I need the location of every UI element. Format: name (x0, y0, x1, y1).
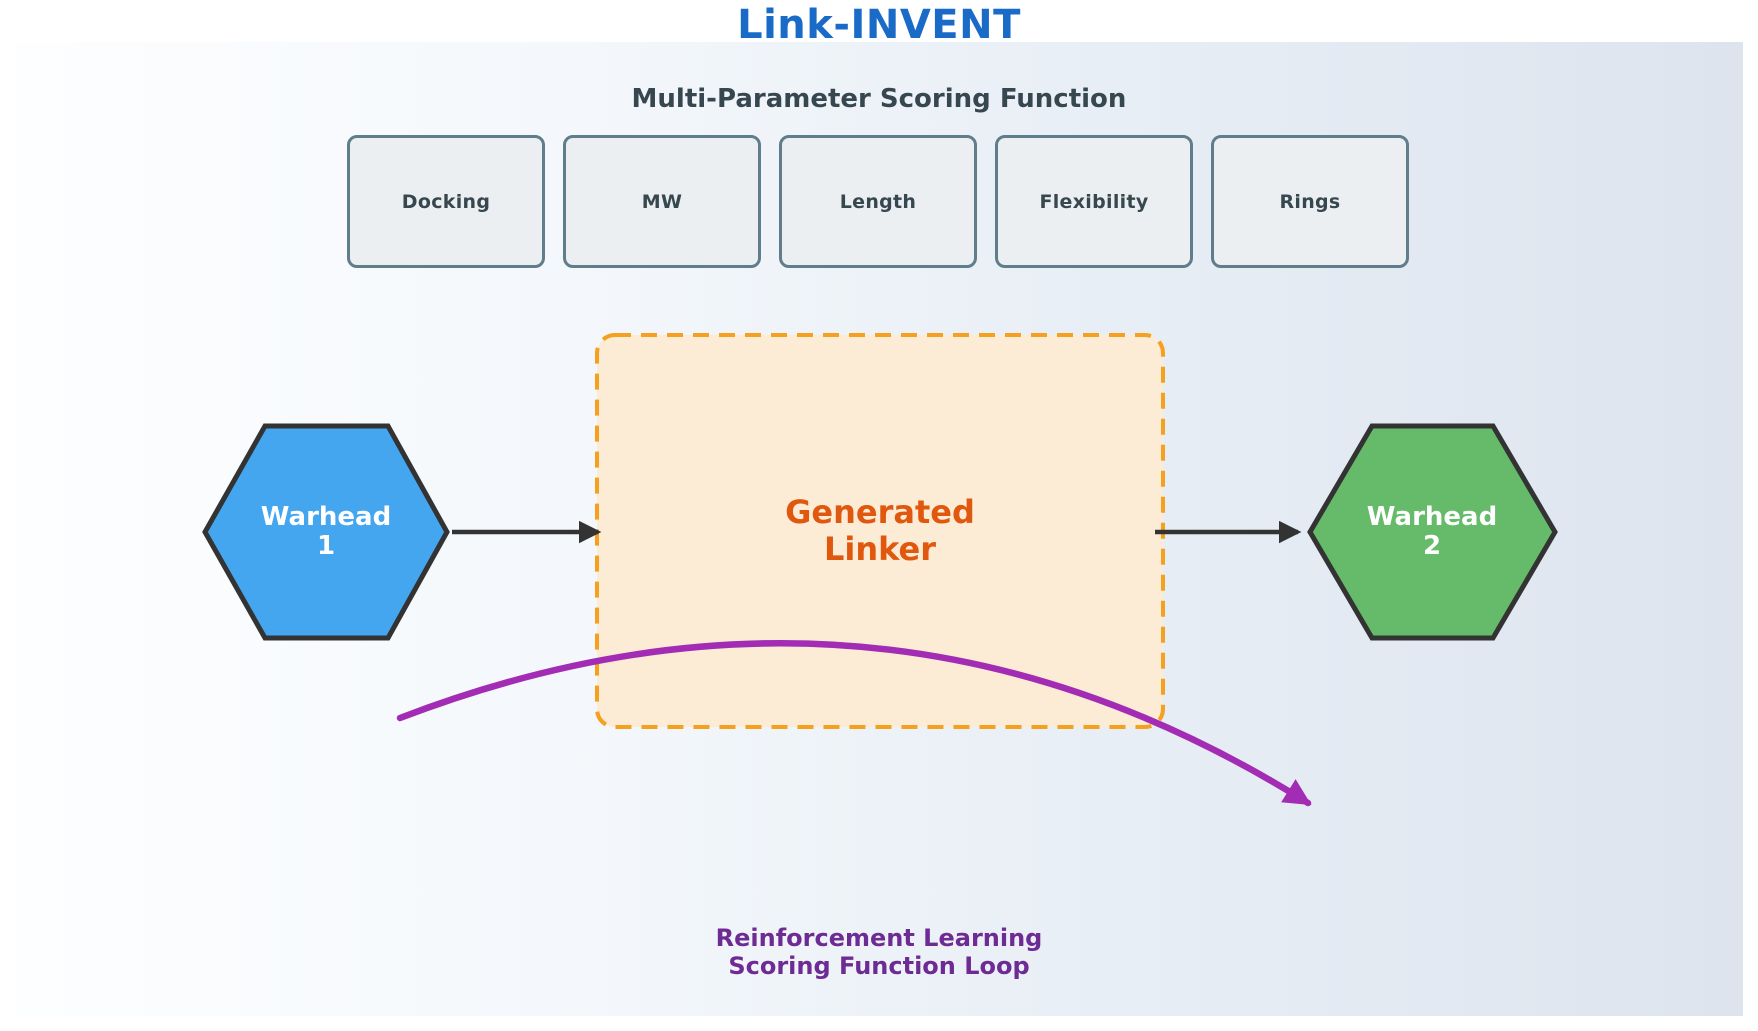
scoring-param-row: Docking MW Length Flexibility Rings (347, 135, 1409, 268)
param-box-rings: Rings (1211, 135, 1409, 268)
param-label: MW (641, 190, 683, 213)
param-box-docking: Docking (347, 135, 545, 268)
rl-loop-label: Reinforcement Learning Scoring Function … (0, 924, 1758, 981)
scoring-heading: Multi-Parameter Scoring Function (631, 84, 1127, 114)
param-label: Rings (1279, 190, 1341, 213)
linker-label-line1: Generated (785, 493, 975, 532)
rl-loop-label-line2: Scoring Function Loop (728, 952, 1030, 981)
rl-loop-label-line1: Reinforcement Learning (715, 924, 1043, 952)
warhead2-label-line1: Warhead (1366, 502, 1498, 532)
page-title: Link-INVENT (737, 2, 1021, 48)
param-label: Flexibility (1039, 190, 1149, 213)
generated-linker-label: Generated Linker (595, 333, 1165, 729)
param-box-mw: MW (563, 135, 761, 268)
param-label: Length (839, 190, 917, 213)
warhead1-label-line2: 1 (316, 530, 336, 561)
linker-label-line2: Linker (823, 530, 937, 568)
warhead1-label: Warhead 1 (205, 503, 447, 560)
warhead2-label-line2: 2 (1422, 530, 1442, 561)
warhead1-label-line1: Warhead (260, 502, 392, 532)
param-box-length: Length (779, 135, 977, 268)
param-box-flexibility: Flexibility (995, 135, 1193, 268)
warhead2-label: Warhead 2 (1311, 503, 1553, 560)
param-label: Docking (401, 190, 491, 213)
